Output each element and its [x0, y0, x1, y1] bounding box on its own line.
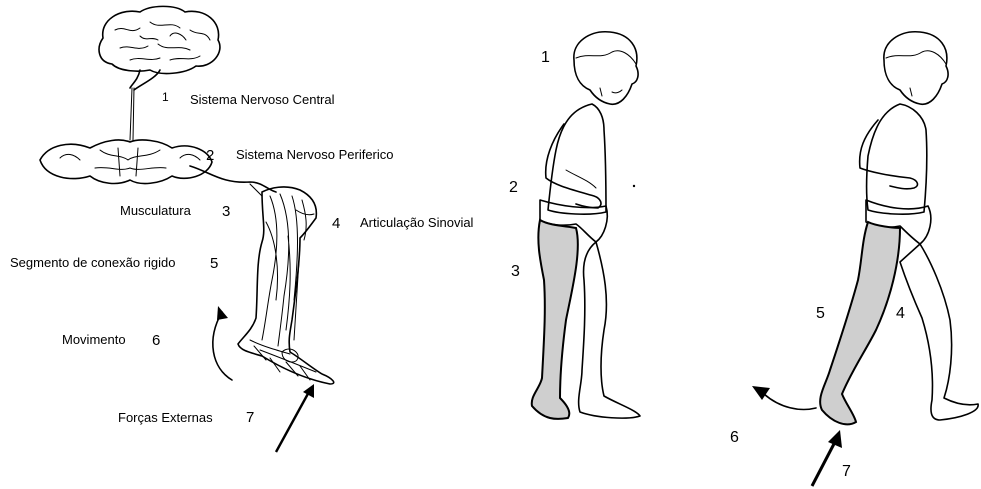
label-1-number: 1	[162, 91, 169, 103]
leg-muscles-illustration	[238, 187, 334, 384]
middle-number-1: 1	[541, 50, 550, 66]
right-number-6: 6	[730, 430, 739, 446]
label-4-number: 4	[332, 216, 340, 231]
brain-illustration	[99, 6, 220, 140]
label-peripheral-nervous-system: Sistema Nervoso Periferico	[236, 148, 394, 161]
middle-number-2: 2	[509, 180, 518, 196]
label-central-nervous-system: Sistema Nervoso Central	[190, 93, 335, 106]
movement-arrow-icon	[213, 306, 232, 380]
label-synovial-joint: Articulação Sinovial	[360, 216, 473, 229]
label-7-number: 7	[246, 410, 254, 425]
walking-figure-standing	[532, 32, 640, 419]
label-5-number: 5	[210, 256, 218, 271]
label-musculature: Musculatura	[120, 204, 191, 217]
label-3-number: 3	[222, 204, 230, 219]
right-movement-arrow-icon	[752, 386, 816, 409]
label-movement: Movimento	[62, 333, 126, 346]
stray-dot	[633, 185, 635, 187]
label-external-forces: Forças Externas	[118, 411, 213, 424]
label-2-number: 2	[206, 148, 214, 163]
middle-number-3: 3	[511, 264, 520, 280]
external-force-arrow-icon	[276, 384, 314, 452]
label-rigid-segment: Segmento de conexão rigido	[10, 256, 176, 269]
right-number-4: 4	[896, 306, 905, 322]
label-6-number: 6	[152, 333, 160, 348]
right-number-5: 5	[816, 306, 825, 322]
walking-figure-stepping	[820, 32, 978, 425]
right-force-arrow-icon	[812, 430, 842, 486]
right-number-7: 7	[842, 464, 851, 480]
